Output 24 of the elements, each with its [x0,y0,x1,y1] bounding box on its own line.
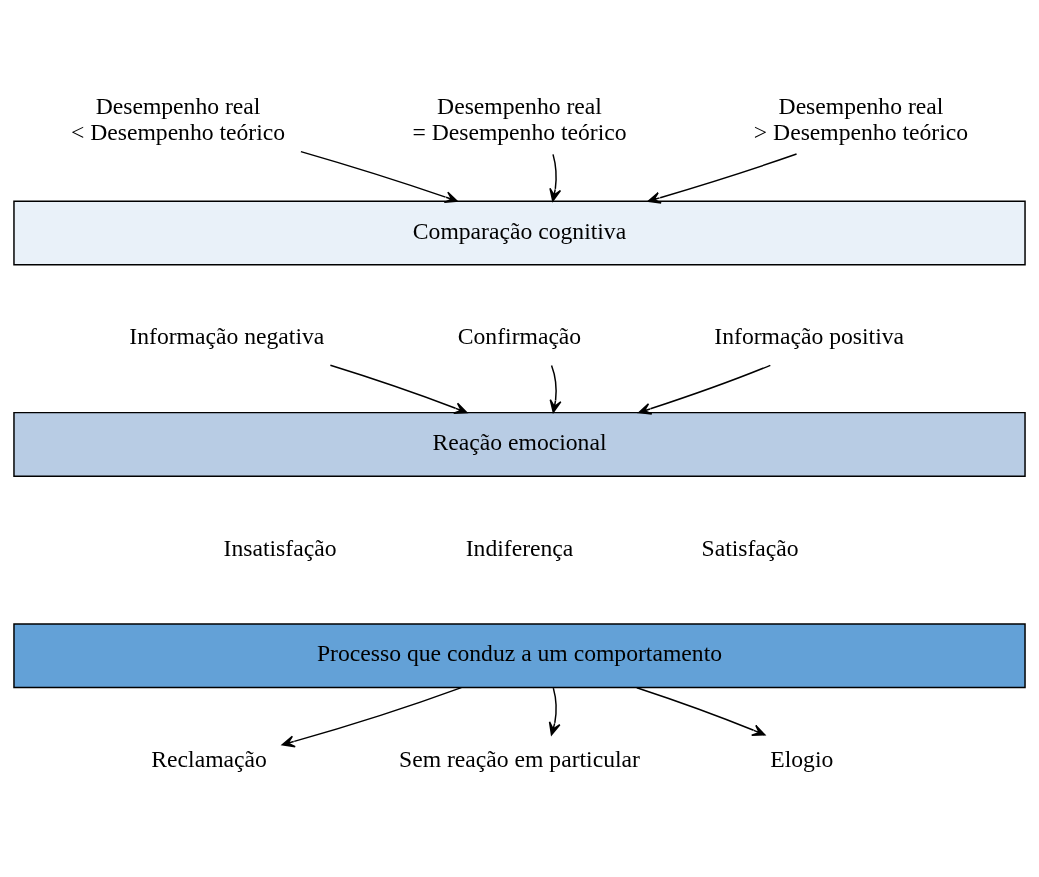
node-text: Elogio [770,746,834,773]
arrow [329,364,468,414]
label: Indiferença [465,534,574,561]
arrow [636,686,766,736]
arrow [548,687,561,736]
label: Satisfação [701,534,799,561]
node-text: Reclamação [151,746,267,773]
node-text: Sem reação em particular [399,746,640,773]
arrow [549,153,562,202]
node-text: Desempenho real = Desempenho teórico [412,92,627,146]
node-box: Processo que conduz a um comportamento [13,623,1026,689]
arrow [300,150,458,204]
label: Insatisfação [223,534,337,561]
arrow [638,364,772,415]
node-box: Comparação cognitiva [13,200,1026,266]
node-text: Informação negativa [129,323,325,350]
node-text: Informação positiva [714,323,905,350]
arrow [647,153,798,204]
arrow [549,364,562,414]
node-text: Desempenho real > Desempenho teórico [753,92,969,146]
node-text: Confirmação [457,323,582,350]
arrow [281,686,463,748]
node-box: Reação emocional [13,411,1026,477]
node-text: Desempenho real < Desempenho teórico [70,92,286,146]
